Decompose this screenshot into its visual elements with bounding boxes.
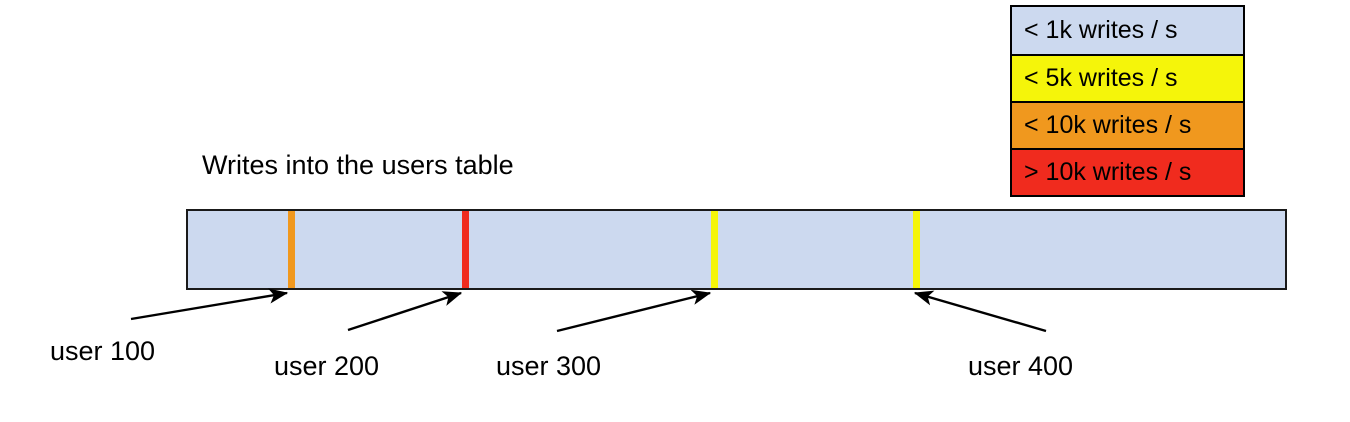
chart-title: Writes into the users table [202,150,514,180]
legend-item-lt-1k: < 1k writes / s [1012,7,1243,54]
legend-item-lt-5k: < 5k writes / s [1012,54,1243,101]
callout-label-user-400: user 400 [968,351,1074,381]
callout-label-user-300: user 300 [496,351,602,381]
legend: < 1k writes / s < 5k writes / s < 10k wr… [1010,5,1245,197]
callout-arrow-user-300 [556,289,712,333]
callout-label-user-200: user 200 [274,351,380,381]
marker-stripe-user-300 [711,211,718,288]
callout-arrow-user-400 [913,290,1047,333]
legend-item-gt-10k: > 10k writes / s [1012,148,1243,195]
legend-item-lt-10k: < 10k writes / s [1012,101,1243,148]
marker-stripe-user-100 [288,211,295,288]
callout-label-user-100: user 100 [50,336,156,366]
legend-item-label: < 10k writes / s [1024,111,1192,139]
callout-arrow-user-200 [347,291,463,332]
legend-item-label: < 5k writes / s [1024,64,1178,92]
legend-item-label: < 1k writes / s [1024,16,1178,44]
users-table-keyrange-bar [186,209,1287,290]
marker-stripe-user-400 [913,211,920,288]
marker-stripe-user-200 [462,211,469,288]
legend-item-label: > 10k writes / s [1024,158,1192,186]
callout-arrow-user-100 [130,288,289,321]
